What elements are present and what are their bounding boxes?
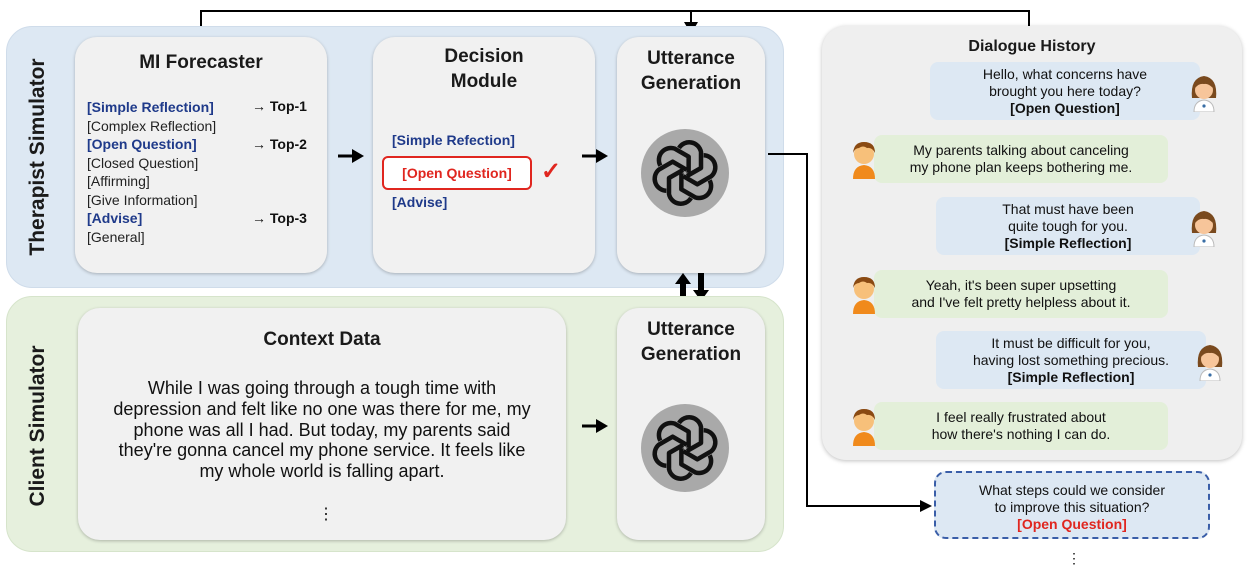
connector-to-next-bubble [806, 505, 922, 507]
arrow-right-icon: → [252, 136, 270, 152]
feedback-line-right-rise [1028, 10, 1030, 28]
therapist-llm-logo-icon [641, 129, 729, 217]
mi-label-item: [General] [87, 228, 145, 245]
next-utterance-tag: [Open Question] [1017, 516, 1127, 532]
context-line: depression and felt like no one was ther… [113, 398, 531, 419]
exchange-arrows-icon [675, 273, 709, 301]
mi-label-item: [Affirming] [87, 173, 150, 189]
therapist-bubble: It must be difficult for you,having lost… [936, 331, 1206, 389]
context-line: phone was all I had. But today, my paren… [133, 419, 511, 440]
decision-option-advise: [Advise] [392, 194, 448, 210]
bubble-line: Yeah, it's been super upsetting [925, 277, 1117, 293]
context-line: While I was going through a tough time w… [147, 378, 497, 398]
next-utterance-line-1: What steps could we consider [979, 482, 1165, 498]
bubble-line: Hello, what concerns have [982, 66, 1148, 82]
decision-selected-open-question: [Open Question] [382, 156, 532, 190]
therapist-simulator-label: Therapist Simulator [26, 58, 49, 256]
bubble-line: quite tough for you. [1008, 218, 1128, 234]
feedback-line-left-drop [200, 10, 202, 28]
bubble-mi-tag: [Simple Reflection] [1007, 369, 1135, 385]
mi-label-item: [Simple Reflection] [87, 99, 214, 115]
therapist-avatar-icon [1191, 211, 1217, 247]
bubble-mi-tag: [Open Question] [1010, 100, 1120, 116]
therapist-utterance-title-line1: Utterance [647, 48, 735, 69]
mi-label-item: [Give Information] [87, 191, 198, 208]
mi-forecaster-card: MI Forecaster [75, 37, 327, 273]
decision-module-title-line1: Decision [444, 46, 524, 67]
therapist-avatar-icon [1191, 76, 1217, 112]
dialogue-history-title: Dialogue History [968, 38, 1096, 55]
context-data-card: Context Data [78, 308, 566, 540]
mi-label-item: [Closed Question] [87, 154, 199, 171]
client-utterance-title-line2: Generation [640, 344, 742, 365]
dialogue-ellipsis: ⋮ [1067, 550, 1081, 566]
decision-module-title-line2: Module [450, 71, 518, 92]
connector-vertical [806, 153, 808, 507]
client-avatar-icon [853, 277, 875, 314]
mi-label-item: [Complex Reflection] [87, 117, 217, 134]
therapist-utterance-title-line2: Generation [640, 73, 742, 94]
top-3-label: → Top-3 [252, 210, 307, 226]
client-utterance-title-line1: Utterance [647, 319, 735, 340]
therapist-avatar-icon [1197, 345, 1223, 381]
decision-module-card: Decision Module [373, 37, 595, 273]
arrow-context-to-utterance-icon [582, 419, 608, 433]
arrow-right-icon: → [252, 210, 270, 226]
bubble-line: My parents talking about canceling [913, 142, 1129, 158]
client-llm-logo-icon [641, 404, 729, 492]
context-line: my whole world is falling apart. [199, 461, 445, 482]
feedback-line-horizontal [200, 10, 1030, 12]
context-data-title: Context Data [263, 329, 381, 350]
check-icon: ✓ [541, 158, 562, 185]
bubble-line: That must have been [1002, 201, 1134, 217]
arrow-decision-to-utterance-icon [582, 149, 608, 163]
arrow-right-icon: → [252, 98, 270, 114]
next-utterance-bubble: What steps could we consider to improve … [934, 471, 1210, 539]
mi-label-item: [Open Question] [87, 136, 197, 152]
context-ellipsis: ⋮ [318, 506, 334, 523]
context-line: they're gonna cancel my phone service. I… [118, 440, 526, 461]
connector-utterance-out [768, 153, 808, 155]
top-2-label: → Top-2 [252, 136, 307, 152]
arrow-forecaster-to-decision-icon [338, 149, 364, 163]
bubble-line: brought you here today? [989, 83, 1141, 99]
bubble-line: my phone plan keeps bothering me. [909, 159, 1133, 175]
decision-option-simple-refection: [Simple Refection] [392, 132, 515, 148]
therapist-utterance-card: Utterance Generation [617, 37, 765, 273]
bubble-line: I feel really frustrated about [936, 409, 1106, 425]
bubble-line: It must be difficult for you, [991, 335, 1151, 351]
top-1-label: → Top-1 [252, 98, 307, 114]
client-avatar-icon [853, 142, 875, 179]
mi-label-item: [Advise] [87, 210, 143, 226]
bubble-mi-tag: [Simple Reflection] [1004, 235, 1132, 251]
bubble-line: how there's nothing I can do. [931, 426, 1111, 442]
arrow-to-next-bubble-icon [920, 500, 932, 512]
next-utterance-line-2: to improve this situation? [994, 499, 1150, 515]
feedback-line-mid-drop [690, 10, 692, 28]
client-simulator-label: Client Simulator [26, 345, 49, 507]
bubble-line: having lost something precious. [972, 352, 1170, 368]
client-avatar-icon [853, 409, 875, 446]
mi-forecaster-title: MI Forecaster [139, 52, 263, 73]
bubble-line: and I've felt pretty helpless about it. [911, 294, 1131, 310]
